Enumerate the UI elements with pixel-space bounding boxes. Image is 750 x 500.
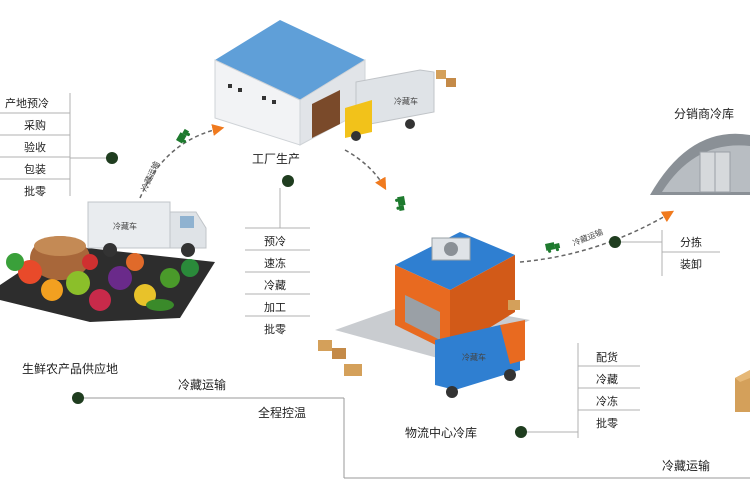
bottom-connectors (78, 397, 750, 479)
factory-steps-list: 预冷 速冻 冷藏 加工 批零 (245, 188, 310, 336)
center-step-4: 批零 (596, 416, 618, 430)
supply-base-label: 生鲜农产品供应地 (22, 361, 118, 376)
truck-icon (395, 196, 406, 212)
center-steps-list: 配货 冷藏 冷冻 批零 (527, 343, 640, 438)
factory-illustration: 冷藏车 (214, 20, 456, 146)
supply-step-4: 包装 (24, 163, 46, 176)
center-step-1: 配货 (596, 350, 618, 364)
distributor-step-1: 分拣 (680, 235, 702, 249)
factory-step-4: 加工 (264, 301, 286, 314)
supply-step-5: 批零 (24, 184, 46, 198)
package-illustration (735, 370, 750, 412)
connector-dot (106, 152, 118, 164)
center-step-2: 冷藏 (596, 373, 618, 386)
distributor-illustration (650, 133, 750, 195)
distributor-step-2: 装卸 (680, 257, 702, 271)
left-truck: 冷藏车 (87, 201, 207, 257)
distributor-steps-list: 分拣 装卸 (621, 230, 720, 276)
connector-dot (609, 236, 621, 248)
bottom-right-transport-label: 冷藏运输 (662, 458, 710, 473)
factory-truck-label: 冷藏车 (394, 96, 418, 106)
truck-icon (545, 242, 561, 253)
truck-icon (176, 128, 191, 144)
center-to-distributor-arrow (519, 210, 675, 263)
center-truck-label: 冷藏车 (462, 352, 486, 362)
full-control-label: 全程控温 (258, 405, 306, 420)
factory-step-5: 批零 (264, 322, 286, 336)
left-truck-label: 冷藏车 (113, 221, 137, 231)
bottom-left-transport-label: 冷藏运输 (178, 377, 226, 392)
logistics-center-label: 物流中心冷库 (405, 425, 477, 440)
connector-dot (72, 392, 84, 404)
center-to-distributor-label: 冷藏运输 (571, 227, 604, 248)
supply-steps-list: 产地预冷 采购 验收 包装 批零 (0, 93, 118, 198)
distributor-label: 分销商冷库 (674, 106, 734, 121)
supply-step-1: 产地预冷 (5, 96, 49, 110)
connector-dot (282, 175, 294, 187)
supply-step-2: 采购 (24, 118, 46, 132)
supply-to-factory-label: 冷藏运输 (139, 160, 162, 193)
factory-label: 工厂生产 (252, 152, 300, 166)
supply-step-3: 验收 (24, 140, 46, 154)
logistics-center-illustration: 冷藏车 (318, 232, 530, 398)
produce-illustration (0, 236, 215, 322)
factory-step-2: 速冻 (264, 256, 286, 270)
connector-dot (515, 426, 527, 438)
factory-step-1: 预冷 (264, 235, 286, 248)
factory-to-center-arrow (344, 149, 387, 191)
center-step-3: 冷冻 (596, 394, 618, 408)
supply-to-factory-arrow (139, 124, 225, 199)
factory-step-3: 冷藏 (264, 279, 286, 292)
